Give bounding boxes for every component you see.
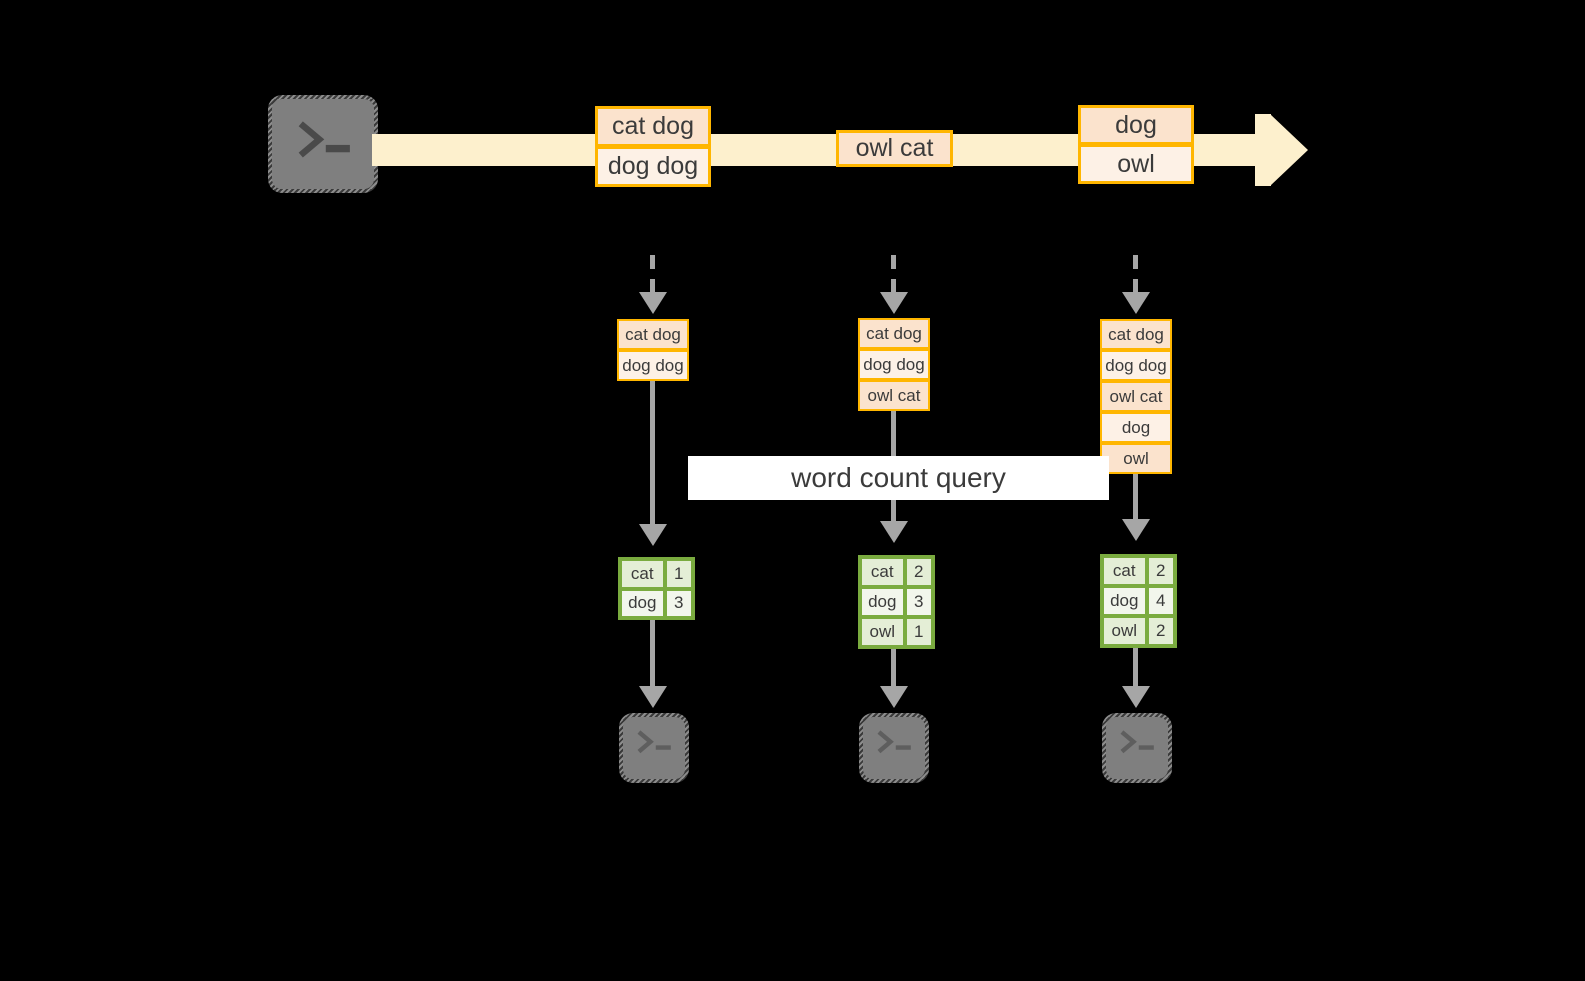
result-word-cell: cat <box>860 557 905 587</box>
prompt-glyph-icon <box>272 99 374 189</box>
result-word-cell: dog <box>860 587 905 617</box>
terminal-screen <box>272 99 374 189</box>
feed-arrow-head-2-icon <box>880 292 908 314</box>
batch-2-input-stack: cat dog dog dog owl cat <box>858 318 930 411</box>
terminal-screen <box>623 717 685 779</box>
batch-1-input-row: dog dog <box>617 350 689 381</box>
batch-1-input-row: cat dog <box>617 319 689 350</box>
query-arrow-line-1 <box>650 381 655 527</box>
batch-1-input-stack: cat dog dog dog <box>617 319 689 381</box>
result-word-cell: cat <box>1102 556 1147 586</box>
batch-2-result-table: cat 2 dog 3 owl 1 <box>858 555 935 649</box>
source-terminal-icon[interactable] <box>268 95 378 193</box>
batch-2-input-row: dog dog <box>858 349 930 380</box>
batch-3-input-row: owl cat <box>1100 381 1172 412</box>
table-row: owl 2 <box>1102 616 1175 646</box>
result-count-cell: 3 <box>904 587 933 617</box>
batch-2-input-row: cat dog <box>858 318 930 349</box>
stream-record-3-line-2: owl <box>1078 144 1194 184</box>
result-count-cell: 1 <box>664 559 693 589</box>
result-count-cell: 2 <box>904 557 933 587</box>
table-row: cat 1 <box>620 559 693 589</box>
result-word-cell: cat <box>620 559 665 589</box>
result-count-cell: 3 <box>664 588 693 618</box>
table-row: dog 3 <box>860 587 933 617</box>
result-count-cell: 4 <box>1146 586 1175 616</box>
batch-1-result-table: cat 1 dog 3 <box>618 557 695 620</box>
batch-3-input-row: dog dog <box>1100 350 1172 381</box>
feed-arrow-line-1 <box>650 255 655 295</box>
result-count-cell: 2 <box>1146 616 1175 646</box>
table-row: cat 2 <box>860 557 933 587</box>
sink-arrow-head-1-icon <box>639 686 667 708</box>
batch-2-input-row: owl cat <box>858 380 930 411</box>
result-count-cell: 1 <box>904 617 933 647</box>
result-word-cell: owl <box>860 617 905 647</box>
stream-record-1-line-1: cat dog <box>595 106 711 147</box>
table-row: dog 4 <box>1102 586 1175 616</box>
result-word-cell: dog <box>1102 586 1147 616</box>
table-row: owl 1 <box>860 617 933 647</box>
terminal-screen <box>863 717 925 779</box>
stream-arrow-head-icon <box>1270 114 1308 186</box>
batch-3-input-row: owl <box>1100 443 1172 474</box>
stream-record-1-line-2: dog dog <box>595 146 711 187</box>
batch-3-result-table: cat 2 dog 4 owl 2 <box>1100 554 1177 648</box>
sink-arrow-line-2 <box>891 649 896 688</box>
feed-arrow-line-3 <box>1133 255 1138 295</box>
stream-record-3-line-1: dog <box>1078 105 1194 145</box>
query-arrow-line-3 <box>1133 474 1138 521</box>
query-band: word count query <box>688 456 1109 500</box>
stream-record-2-line-1: owl cat <box>836 130 953 167</box>
prompt-glyph-icon <box>863 717 925 779</box>
feed-arrow-line-2 <box>891 255 896 295</box>
batch-3-sink-terminal-icon[interactable] <box>1102 713 1172 783</box>
terminal-screen <box>1106 717 1168 779</box>
sink-arrow-line-1 <box>650 620 655 688</box>
query-arrow-head-2-icon <box>880 521 908 543</box>
query-arrow-head-1-icon <box>639 524 667 546</box>
prompt-glyph-icon <box>623 717 685 779</box>
batch-1-sink-terminal-icon[interactable] <box>619 713 689 783</box>
sink-arrow-head-3-icon <box>1122 686 1150 708</box>
stream-arrow-shoulder <box>1255 114 1271 186</box>
feed-arrow-head-1-icon <box>639 292 667 314</box>
sink-arrow-line-3 <box>1133 648 1138 688</box>
batch-2-sink-terminal-icon[interactable] <box>859 713 929 783</box>
result-word-cell: dog <box>620 588 665 618</box>
result-count-cell: 2 <box>1146 556 1175 586</box>
table-row: dog 3 <box>620 588 693 618</box>
batch-3-input-row: dog <box>1100 412 1172 443</box>
query-arrow-head-3-icon <box>1122 519 1150 541</box>
feed-arrow-head-3-icon <box>1122 292 1150 314</box>
sink-arrow-head-2-icon <box>880 686 908 708</box>
table-row: cat 2 <box>1102 556 1175 586</box>
batch-3-input-row: cat dog <box>1100 319 1172 350</box>
prompt-glyph-icon <box>1106 717 1168 779</box>
batch-3-input-stack: cat dog dog dog owl cat dog owl <box>1100 319 1172 474</box>
result-word-cell: owl <box>1102 616 1147 646</box>
